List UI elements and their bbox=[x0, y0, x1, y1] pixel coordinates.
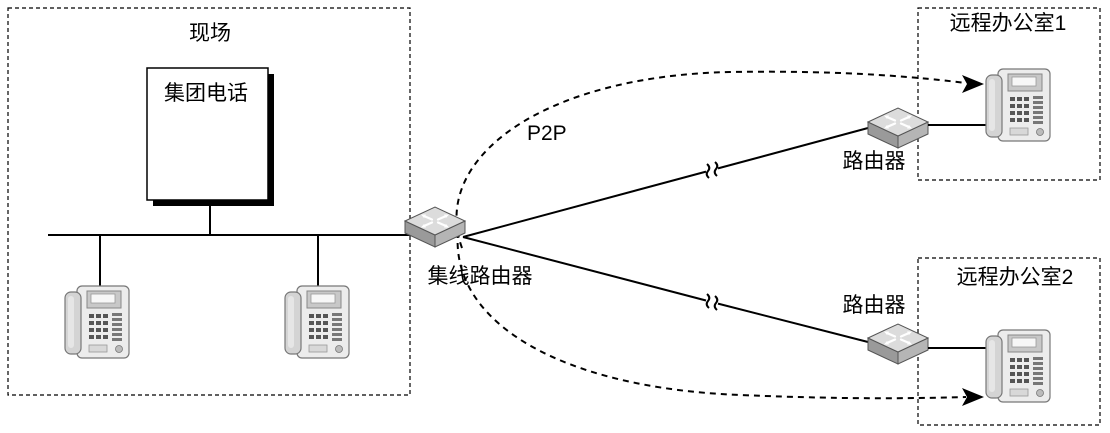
pbx-label: 集团电话 bbox=[164, 82, 248, 105]
pbx-box bbox=[146, 67, 269, 201]
arrowhead-icon bbox=[962, 75, 984, 93]
arrowhead-icon bbox=[962, 388, 984, 406]
remote-office-1-label: 远程办公室1 bbox=[950, 12, 1067, 35]
hub-router-label: 集线路由器 bbox=[428, 265, 533, 288]
phone-icon bbox=[64, 285, 130, 359]
phone-icon bbox=[985, 329, 1051, 403]
router-2-label: 路由器 bbox=[843, 294, 906, 317]
site-boundary bbox=[7, 7, 411, 396]
phone-icon bbox=[985, 68, 1051, 142]
remote-office-2-boundary bbox=[917, 257, 1101, 426]
pbx-unit: 集团电话 bbox=[146, 67, 274, 206]
router-1-label: 路由器 bbox=[843, 150, 906, 173]
p2p-label: P2P bbox=[527, 122, 567, 145]
site-label: 现场 bbox=[189, 22, 231, 45]
p2p-path-office-2 bbox=[456, 231, 967, 400]
remote-office-1-boundary bbox=[917, 7, 1101, 181]
remote-office-2-label: 远程办公室2 bbox=[957, 266, 1074, 289]
router-icon bbox=[866, 106, 930, 150]
wan-link-office-1 bbox=[462, 127, 869, 238]
router-icon bbox=[866, 322, 930, 366]
wan-link-office-2 bbox=[462, 236, 869, 343]
phone-icon bbox=[284, 285, 350, 359]
